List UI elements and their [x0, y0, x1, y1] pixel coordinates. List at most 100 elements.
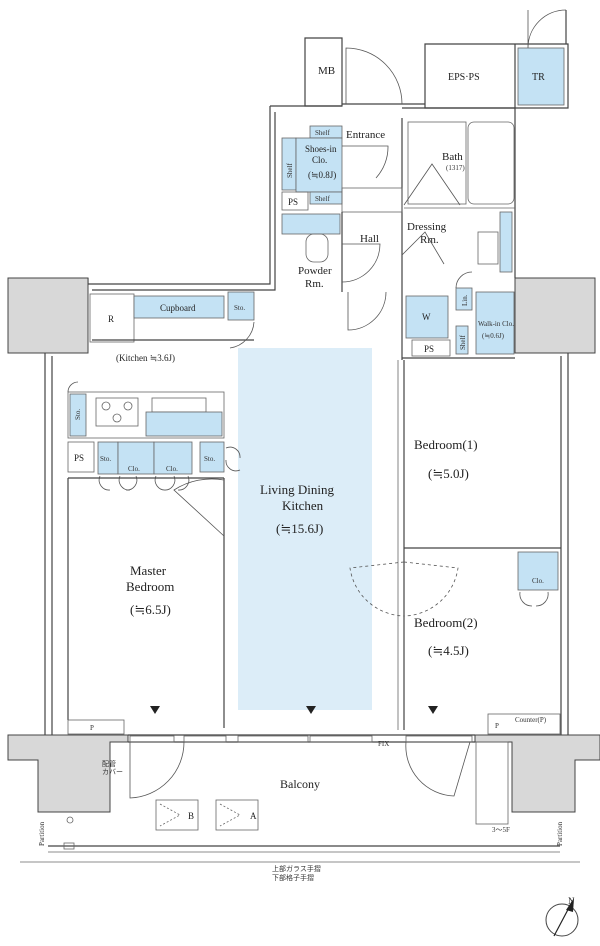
shoes-in-label-2: Clo.	[312, 155, 327, 165]
hall-door[interactable]	[347, 291, 387, 331]
vanity	[477, 231, 499, 265]
walkin-label-2: (≒0.6J)	[482, 332, 505, 340]
sash-2	[183, 735, 227, 743]
window-marker-bedroom2	[428, 706, 438, 714]
front-door[interactable]	[345, 47, 403, 105]
partition-right: Partition	[556, 821, 564, 846]
counter-storage	[145, 411, 223, 437]
hall-label: Hall	[360, 233, 379, 245]
shoes-door[interactable]	[342, 145, 389, 179]
balcony-label: Balcony	[280, 777, 320, 791]
sink	[151, 397, 207, 413]
partition-left: Partition	[38, 821, 46, 846]
window-marker-ldk	[306, 706, 316, 714]
toilet	[305, 233, 329, 263]
closet-bedroom2-label: Clo.	[532, 577, 544, 585]
linen-door[interactable]	[455, 271, 473, 289]
pillar-left	[7, 277, 89, 354]
dressing-shelf	[499, 211, 513, 273]
bathtub	[467, 121, 515, 205]
bedroom2-door[interactable]	[403, 561, 459, 617]
p-right-label: P	[495, 722, 499, 730]
cupboard	[133, 295, 225, 319]
shoes-in-area: (≒0.8J)	[308, 170, 336, 180]
sash-5	[405, 735, 473, 743]
p-left	[67, 719, 125, 735]
closet-lower-1	[117, 441, 155, 475]
entrance-step	[341, 187, 403, 213]
dressing-door[interactable]	[401, 231, 445, 265]
ps-kitchen-label: PS	[74, 453, 84, 463]
closet-bedroom2-doors[interactable]	[519, 591, 549, 607]
counter-door[interactable]	[67, 381, 79, 393]
ps-entrance-label: PS	[288, 197, 298, 207]
outdoor-unit-b-label: B	[188, 811, 194, 821]
tr-box	[517, 47, 565, 106]
bedroom1-door[interactable]	[349, 561, 405, 617]
shelf-top-label: Shelf	[315, 129, 330, 137]
master-area: (≒6.5J)	[130, 602, 171, 617]
storage-lower-label: Sto.	[100, 455, 111, 463]
shelf-side-label: Shelf	[286, 163, 294, 178]
outer-walls	[44, 37, 569, 735]
linen-label: Lin.	[461, 294, 469, 306]
ps-kitchen	[67, 441, 95, 473]
cooktop	[95, 397, 139, 427]
kitchen-counter	[67, 391, 225, 439]
walkin-shelf	[455, 325, 469, 355]
sash-3	[237, 735, 309, 743]
closet-doors[interactable]	[98, 446, 241, 491]
bedroom1-label: Bedroom(1)	[414, 437, 478, 452]
storage-kitchen	[227, 291, 255, 321]
master-label-2: Bedroom	[126, 579, 174, 594]
railing-label-1: 上部ガラス手摺	[272, 864, 321, 873]
ps-entrance	[281, 191, 309, 211]
counter-right	[487, 713, 561, 735]
railing-post	[63, 842, 75, 850]
bath-door[interactable]	[403, 163, 461, 206]
closet-bedroom2	[517, 551, 559, 591]
outdoor-unit-a	[215, 799, 259, 831]
powder-door[interactable]	[341, 243, 381, 283]
powder-counter	[281, 213, 341, 235]
kitchen-label: (Kitchen ≒3.6J)	[116, 353, 175, 363]
storage-right	[199, 441, 225, 473]
bath-size: (1317)	[446, 164, 465, 172]
balcony-storage	[475, 741, 509, 825]
bedroom2-area: (≒4.5J)	[428, 643, 469, 658]
fix-label: FIX	[378, 740, 389, 748]
pillar-balcony-left	[7, 734, 129, 813]
ldk-label-2: Kitchen	[282, 498, 324, 513]
walkin-label-1: Walk-in Clo.	[478, 320, 514, 328]
tr-door[interactable]	[527, 9, 567, 49]
mb-label: MB	[318, 65, 335, 77]
pillar-balcony-right	[474, 734, 600, 813]
entrance-label: Entrance	[346, 129, 385, 141]
window-marker-master	[150, 706, 160, 714]
powder-label-2: Rm.	[305, 278, 324, 290]
bath-label: Bath	[442, 151, 463, 163]
shelf-bottom-label: Shelf	[315, 195, 330, 203]
master-door[interactable]	[173, 478, 225, 537]
balcony-door-bedroom2[interactable]	[405, 741, 471, 797]
floor-note: 3～5F	[492, 826, 510, 834]
pipe-cover-2: カバー	[102, 768, 123, 776]
storage-kitchen-door[interactable]	[229, 321, 255, 349]
storage-side-label: Sto.	[74, 409, 82, 420]
ps-dressing-label: PS	[424, 344, 434, 354]
pillar-right	[514, 277, 596, 354]
north-arrow-icon	[545, 898, 579, 937]
drain	[66, 816, 74, 824]
closet-lower-2-label: Clo.	[166, 465, 178, 473]
tr-label: TR	[532, 72, 545, 83]
walkin-closet	[475, 291, 515, 355]
eps-label: EPS·PS	[448, 72, 480, 83]
storage-counter-side	[69, 393, 87, 437]
ps-dressing	[411, 339, 451, 357]
powder-label-1: Powder	[298, 265, 332, 277]
bath-area	[407, 121, 467, 205]
sash-4	[309, 735, 373, 743]
ldk-area: (≒15.6J)	[276, 521, 323, 536]
balcony-door-master[interactable]	[129, 741, 185, 799]
